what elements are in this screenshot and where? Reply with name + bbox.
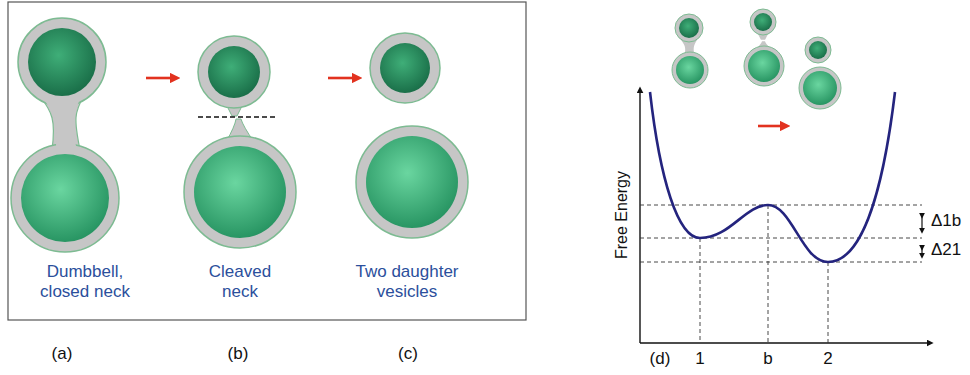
membrane bbox=[198, 36, 270, 108]
drop-line bbox=[768, 205, 769, 343]
tick-label: b bbox=[756, 349, 780, 369]
thumbnail-cleaved bbox=[744, 9, 784, 86]
panel-tag: (d) bbox=[640, 349, 680, 369]
energy-curve bbox=[650, 92, 895, 262]
membrane bbox=[675, 14, 703, 42]
membrane bbox=[184, 136, 296, 248]
lumen bbox=[366, 136, 458, 228]
state-caption: Two daughter vesicles bbox=[347, 262, 467, 302]
lumen bbox=[754, 13, 772, 31]
cut-line bbox=[198, 116, 278, 118]
membrane bbox=[672, 52, 708, 88]
delta-arrow bbox=[921, 214, 922, 229]
membrane-neck bbox=[40, 96, 84, 150]
thumbnail-dumbbell bbox=[672, 14, 708, 88]
energy-gap-label: Δ21 bbox=[931, 240, 961, 260]
drop-line bbox=[828, 262, 829, 343]
panel-tag: (b) bbox=[218, 344, 258, 364]
y-axis bbox=[639, 92, 640, 343]
lumen bbox=[21, 154, 109, 242]
delta-arrow bbox=[921, 246, 922, 254]
state-caption: Cleaved neck bbox=[200, 262, 280, 302]
level-line bbox=[640, 238, 922, 239]
process-arrow bbox=[328, 77, 354, 80]
lumen bbox=[748, 50, 780, 82]
axis-title: Free Energy bbox=[612, 171, 632, 259]
tick-label: 2 bbox=[816, 349, 840, 369]
lumen bbox=[803, 71, 837, 105]
panel-tag: (c) bbox=[388, 344, 428, 364]
lumen bbox=[679, 18, 699, 38]
daughter-vesicles bbox=[356, 33, 468, 238]
process-arrow bbox=[758, 125, 782, 128]
thumbnail-daughters bbox=[799, 37, 841, 109]
membrane bbox=[370, 33, 440, 103]
membrane bbox=[18, 18, 106, 106]
x-axis bbox=[640, 342, 928, 343]
drop-line bbox=[700, 238, 701, 343]
process-arrow bbox=[146, 77, 172, 80]
lumen bbox=[380, 43, 430, 93]
dumbbell-vesicle bbox=[11, 18, 119, 252]
state-caption: Dumbbell, closed neck bbox=[29, 262, 141, 302]
level-line bbox=[640, 262, 922, 263]
membrane bbox=[799, 67, 841, 109]
lumen bbox=[194, 146, 286, 238]
membrane-neck-fill bbox=[44, 100, 80, 146]
lumen bbox=[676, 56, 704, 84]
membrane bbox=[750, 9, 776, 35]
cleaved-vesicle bbox=[184, 36, 296, 248]
lumen bbox=[28, 28, 96, 96]
panel-tag: (a) bbox=[42, 344, 82, 364]
lumen bbox=[208, 46, 260, 98]
membrane bbox=[11, 144, 119, 252]
lumen bbox=[809, 41, 827, 59]
membrane bbox=[744, 46, 784, 86]
panel-frame bbox=[8, 2, 526, 320]
membrane bbox=[805, 37, 831, 63]
cut-line bbox=[755, 40, 772, 42]
energy-gap-label: Δ1b bbox=[931, 211, 961, 231]
tick-label: 1 bbox=[688, 349, 712, 369]
level-line bbox=[640, 205, 922, 206]
membrane bbox=[356, 126, 468, 238]
